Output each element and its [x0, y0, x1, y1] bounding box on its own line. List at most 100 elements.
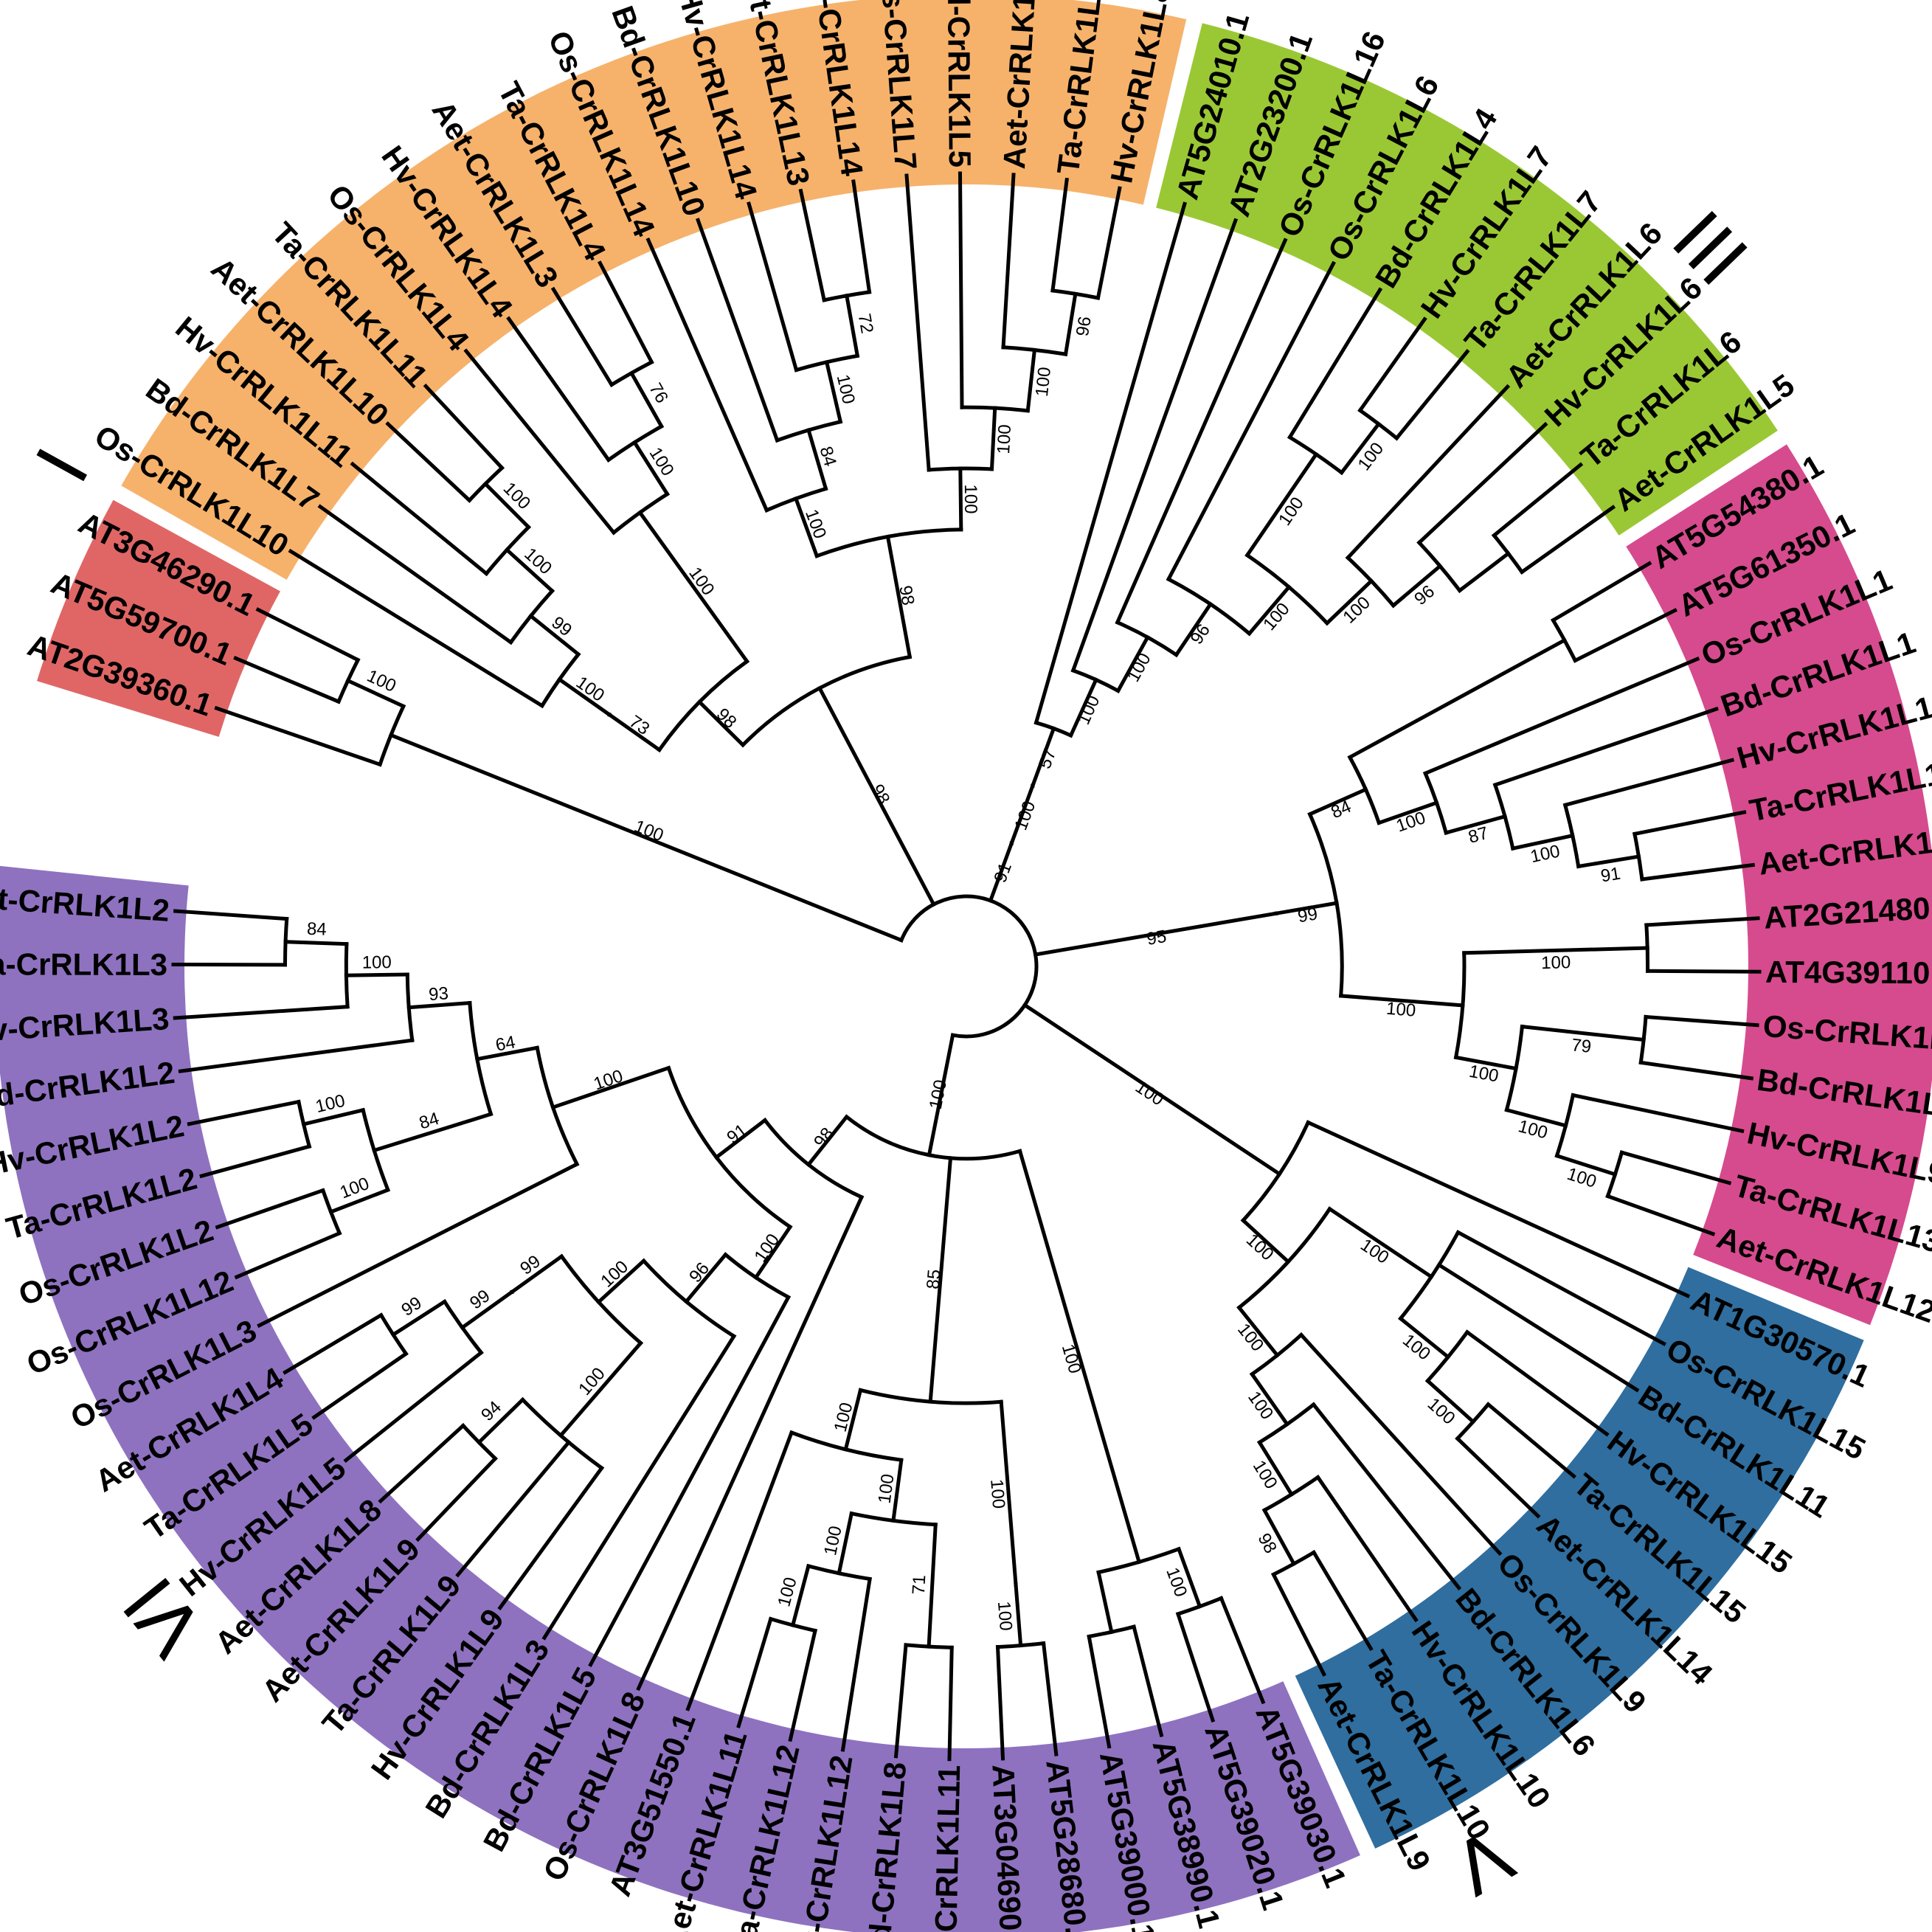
branch-arc — [762, 1118, 865, 1200]
branch-line — [1287, 287, 1383, 440]
bootstrap-value: 100 — [572, 673, 608, 706]
branch-line — [1339, 421, 1382, 476]
bootstrap-value: 100 — [1393, 808, 1428, 837]
bootstrap-value: 100 — [520, 544, 555, 578]
branch-line — [1014, 1582, 1023, 1648]
branch-arc — [1070, 668, 1121, 693]
bootstrap-value: 100 — [960, 484, 980, 513]
bootstrap-value: 100 — [1058, 1342, 1085, 1376]
branch-arc — [508, 588, 555, 645]
branch-arc — [844, 1114, 1022, 1161]
bootstrap-value: 100 — [1354, 439, 1388, 474]
bootstrap-value: 84 — [306, 919, 327, 940]
branch-line — [343, 1350, 484, 1464]
bootstrap-value: 100 — [994, 1601, 1016, 1632]
branch-line — [631, 440, 671, 497]
branch-line — [1416, 421, 1548, 546]
branch-line — [1444, 814, 1508, 836]
branch-line — [1646, 969, 1762, 974]
branch-line — [824, 359, 843, 424]
branch-line — [1261, 1507, 1297, 1567]
branch-line — [817, 685, 937, 907]
branch-line — [301, 1107, 366, 1126]
branch-line — [1572, 608, 1677, 663]
branch-line — [1271, 1571, 1327, 1677]
bootstrap-value: 93 — [428, 983, 449, 1005]
branch-arc — [609, 359, 654, 387]
branch-line — [1174, 601, 1213, 658]
clade-sector-IV — [1626, 444, 1932, 1326]
branch-line — [1256, 1439, 1295, 1498]
bootstrap-value: 100 — [1032, 366, 1055, 398]
branch-line — [350, 461, 489, 577]
branch-line — [695, 218, 780, 443]
branch-line — [1315, 1475, 1419, 1623]
branch-arc — [722, 1252, 792, 1300]
branch-line — [1393, 349, 1470, 441]
bootstrap-value: 100 — [831, 1401, 857, 1434]
branch-arc — [927, 466, 994, 472]
branch-line — [958, 466, 963, 532]
branch-line — [215, 1188, 325, 1230]
branch-line — [558, 1340, 644, 1438]
branch-arc — [361, 1107, 391, 1193]
branch-line — [1022, 1003, 1282, 1177]
branch-line — [178, 1038, 415, 1073]
branch-line — [588, 1295, 792, 1668]
bootstrap-value: 85 — [923, 1269, 944, 1290]
tree-branches — [171, 171, 1762, 1762]
branch-line — [455, 1439, 572, 1578]
branch-line — [989, 406, 997, 471]
clade-sector-V — [1295, 1267, 1864, 1849]
branch-line — [1357, 316, 1427, 413]
branch-line — [1462, 946, 1649, 955]
bootstrap-value: 100 — [1275, 494, 1308, 529]
branch-arc — [519, 1396, 605, 1471]
branch-arc — [1357, 407, 1399, 441]
bootstrap-value: 99 — [547, 613, 575, 641]
branch-line — [736, 1616, 773, 1728]
bootstrap-value: 100 — [926, 1078, 951, 1111]
branch-line — [1327, 1206, 1434, 1280]
branch-arc — [1287, 434, 1345, 476]
branch-line — [199, 1144, 312, 1179]
bootstrap-value: 91 — [990, 860, 1016, 885]
branch-line — [1562, 758, 1735, 808]
branch-line — [1063, 291, 1078, 357]
branch-line — [1644, 916, 1760, 927]
branch-arc — [666, 1065, 793, 1230]
branch-arc — [1424, 1329, 1470, 1384]
leaf-label: Ta-CrRLK1L3 — [0, 946, 167, 982]
bootstrap-value: 96 — [685, 1258, 713, 1287]
branch-arc — [1491, 533, 1525, 575]
branch-arc — [904, 1643, 954, 1649]
branch-line — [1068, 677, 1099, 738]
branch-line — [598, 260, 654, 365]
bootstrap-value: 100 — [875, 1473, 899, 1505]
bootstrap-value: 100 — [1424, 1394, 1459, 1429]
branch-line — [1030, 726, 1056, 789]
branch-line — [506, 316, 612, 463]
branch-line — [891, 1458, 904, 1523]
branch-line — [504, 547, 555, 594]
branch-line — [345, 678, 406, 709]
branch-line — [1070, 218, 1239, 674]
branch-line — [406, 1000, 472, 1010]
branch-line — [793, 496, 820, 558]
branch-line — [927, 1523, 938, 1649]
group-label-V: V — [1439, 1811, 1526, 1911]
branch-line — [1492, 706, 1719, 788]
branch-line — [527, 613, 581, 657]
clade-sector-III — [1156, 23, 1778, 536]
bootstrap-value: 100 — [631, 816, 666, 845]
bootstrap-labels: 1009891100649310084841001001009610099999… — [306, 312, 1621, 1632]
branch-line — [1009, 783, 1036, 846]
branch-line — [423, 383, 505, 471]
leaf-label: Bd-CrRLK1L5 — [941, 0, 977, 167]
bootstrap-value: 100 — [362, 952, 392, 973]
branch-arc — [740, 654, 913, 748]
branch-arc — [483, 524, 532, 577]
branch-line — [1041, 1641, 1059, 1756]
branch-arc — [283, 916, 289, 967]
branch-line — [1175, 1611, 1216, 1722]
